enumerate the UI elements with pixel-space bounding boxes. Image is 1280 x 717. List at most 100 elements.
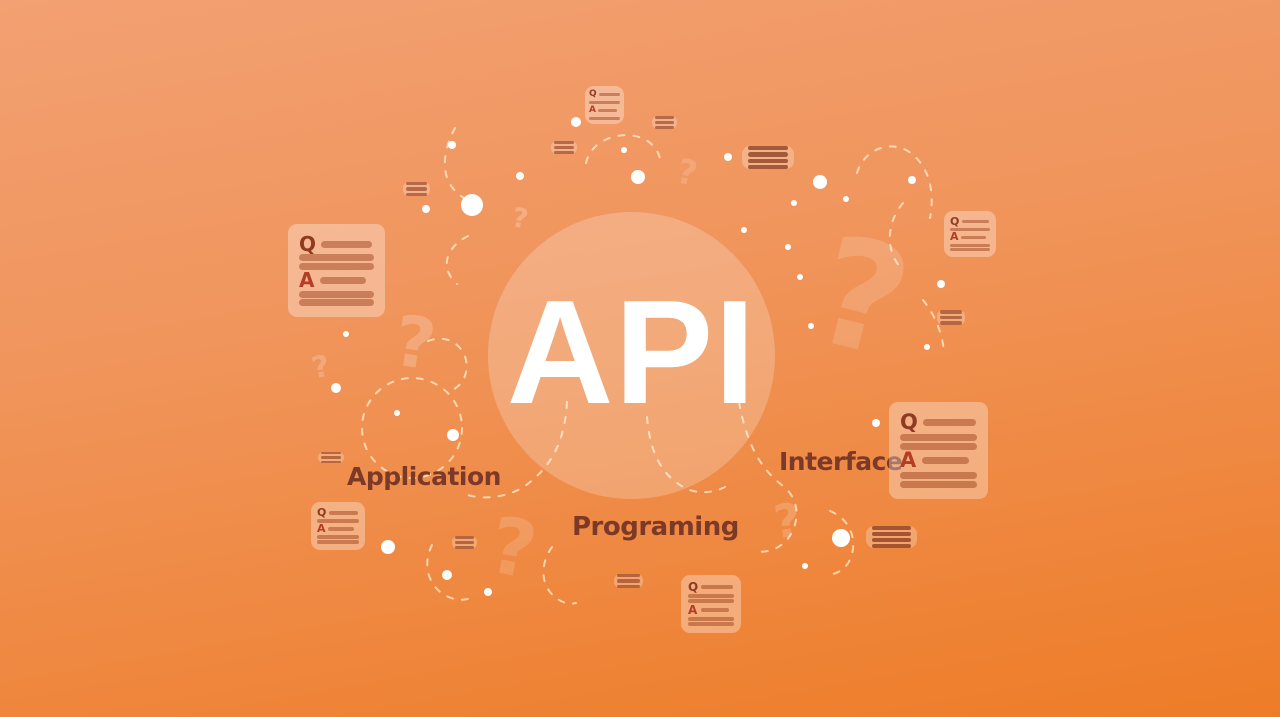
a-letter: A xyxy=(950,230,959,244)
doc-lines-pill xyxy=(652,116,677,129)
white-dot xyxy=(516,172,524,180)
qa-card-row: Q xyxy=(299,232,374,256)
a-letter: A xyxy=(688,602,698,617)
api-circle: API xyxy=(488,212,775,499)
text-line-bar xyxy=(923,418,976,426)
text-line-bar xyxy=(701,585,733,590)
text-line-bar xyxy=(747,146,789,151)
text-line-bar xyxy=(317,539,359,544)
white-dot xyxy=(832,529,850,547)
qa-card-row xyxy=(900,481,977,488)
qa-card-row: A xyxy=(317,523,359,534)
qa-card-row xyxy=(299,254,374,262)
q-letter: Q xyxy=(900,410,918,434)
doc-lines-pill xyxy=(403,182,430,196)
text-line-bar xyxy=(871,544,912,548)
text-line-bar xyxy=(598,108,618,112)
qa-card-row: A xyxy=(589,106,620,115)
qa-card-row: A xyxy=(688,602,734,617)
dashed-curve xyxy=(542,546,577,605)
qa-card-row: Q xyxy=(317,506,359,519)
text-line-bar xyxy=(328,526,355,531)
q-letter: Q xyxy=(299,232,317,256)
white-dot xyxy=(631,170,645,184)
qa-card-row xyxy=(317,539,359,544)
doc-lines-pill xyxy=(937,310,965,326)
qa-card-row xyxy=(589,116,620,120)
text-line-bar xyxy=(900,472,977,480)
white-dot xyxy=(343,331,349,337)
dashed-curve xyxy=(426,544,472,601)
qa-card-row xyxy=(317,534,359,539)
white-dot xyxy=(381,540,395,554)
white-dot xyxy=(724,153,732,161)
text-line-bar xyxy=(617,579,640,583)
dashed-circle xyxy=(361,377,463,479)
white-dot xyxy=(808,323,814,329)
white-dot xyxy=(797,274,803,280)
text-line-bar xyxy=(871,532,912,536)
white-dot xyxy=(813,175,827,189)
white-dot xyxy=(448,141,456,149)
qa-card-row xyxy=(688,616,734,621)
dashed-curve xyxy=(427,337,468,392)
qa-card-row xyxy=(299,262,374,270)
qa-card-row: Q xyxy=(950,216,990,227)
doc-lines-pill xyxy=(866,526,917,548)
text-line-bar xyxy=(950,243,990,247)
qa-card-row xyxy=(900,472,977,480)
a-letter: A xyxy=(299,268,315,293)
qa-card-row xyxy=(317,518,359,523)
white-dot xyxy=(461,194,483,216)
text-line-bar xyxy=(405,182,428,186)
text-line-bar xyxy=(700,608,730,613)
text-line-bar xyxy=(688,622,734,626)
label-interface: Interface xyxy=(779,447,903,476)
white-dot xyxy=(331,383,341,393)
white-dot xyxy=(394,410,400,416)
text-line-bar xyxy=(950,228,990,232)
a-letter: A xyxy=(900,448,917,473)
white-dot xyxy=(442,570,452,580)
text-line-bar xyxy=(454,541,475,544)
white-dot xyxy=(785,244,791,250)
qa-card-row xyxy=(950,243,990,247)
text-line-bar xyxy=(589,116,620,120)
white-dot xyxy=(571,117,581,127)
white-dot xyxy=(422,205,430,213)
qa-card-row: Q xyxy=(688,580,734,594)
text-line-bar xyxy=(553,146,575,149)
text-line-bar xyxy=(654,116,675,119)
text-line-bar xyxy=(688,594,734,599)
text-line-bar xyxy=(688,616,734,621)
white-dot xyxy=(484,588,492,596)
white-dot xyxy=(791,200,797,206)
text-line-bar xyxy=(405,192,428,196)
text-line-bar xyxy=(321,240,373,248)
text-line-bar xyxy=(317,518,359,523)
dashed-curve xyxy=(922,299,945,354)
white-dot xyxy=(447,429,459,441)
text-line-bar xyxy=(962,220,990,224)
text-line-bar xyxy=(921,457,970,465)
text-line-bar xyxy=(329,510,358,515)
dashed-curve xyxy=(443,127,465,199)
text-line-bar xyxy=(961,235,987,239)
qa-card-row xyxy=(950,228,990,232)
dashed-curve xyxy=(856,145,933,219)
text-line-bar xyxy=(871,538,912,542)
qa-card-row: A xyxy=(900,448,977,473)
qa-card-row xyxy=(900,442,977,450)
text-line-bar xyxy=(871,526,912,530)
text-line-bar xyxy=(299,262,374,270)
white-dot xyxy=(843,196,849,202)
q-letter: Q xyxy=(317,506,327,519)
text-line-bar xyxy=(299,290,374,298)
text-line-bar xyxy=(688,599,734,604)
q-letter: Q xyxy=(688,580,699,594)
qa-card-row xyxy=(900,433,977,441)
